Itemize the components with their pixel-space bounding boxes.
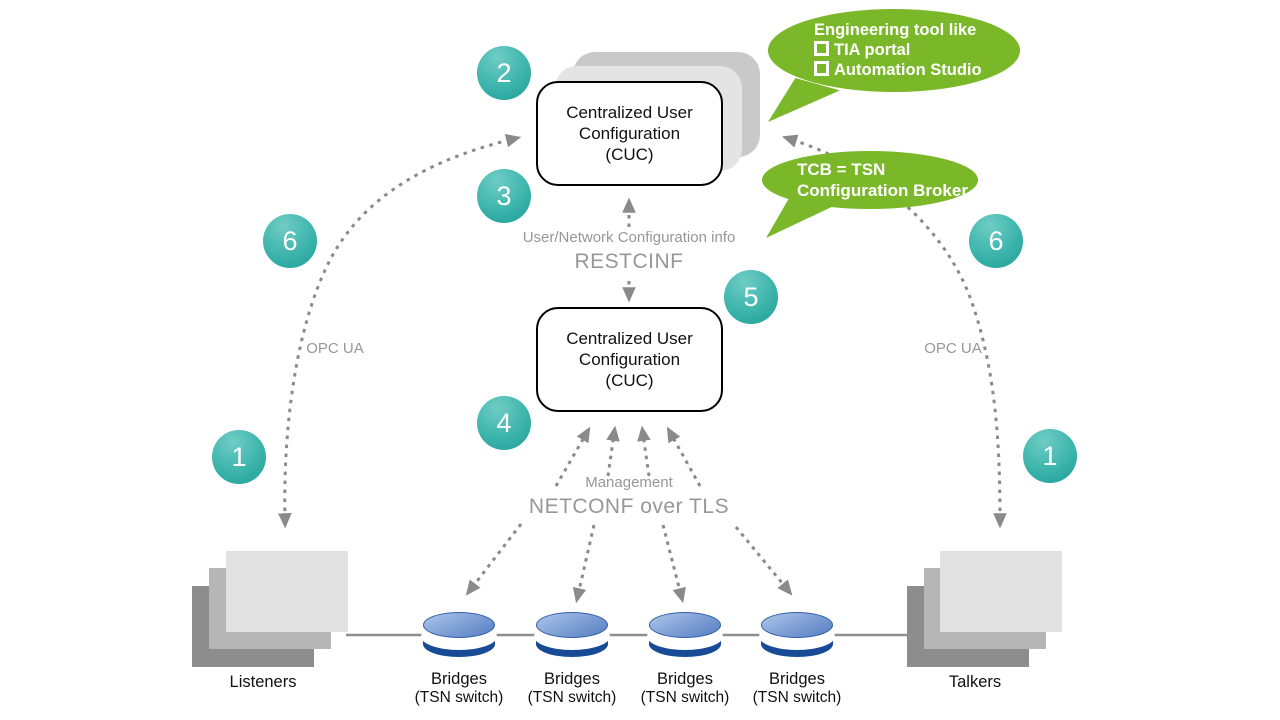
bridge-cylinder-1	[421, 612, 497, 658]
tcb-bubble: TCB = TSN Configuration Broker	[762, 151, 978, 209]
cylinder-top	[649, 612, 721, 638]
bridge-cylinder-4	[759, 612, 835, 658]
bridge-label-2: Bridges (TSN switch)	[512, 670, 632, 707]
bridge-label-4: Bridges (TSN switch)	[737, 670, 857, 707]
engineering-bubble-item-tia: TIA portal	[814, 40, 1020, 60]
netconf-up-arrow-3	[637, 425, 651, 477]
tia-portal-label: TIA portal	[834, 41, 911, 59]
netconf-down-arrow-2	[572, 524, 596, 604]
talkers-label: Talkers	[948, 673, 1002, 691]
step-badge-1-left: 1	[212, 430, 266, 484]
netconf-up-arrow-4	[666, 426, 702, 487]
bridge-name: Bridges	[431, 670, 487, 688]
cuc-top-box: Centralized User Configuration (CUC)	[536, 81, 723, 186]
opc-ua-right-label: OPC UA	[924, 340, 982, 357]
step-badge-1-right: 1	[1023, 429, 1077, 483]
netconf-up-arrow-2	[606, 425, 620, 477]
restconf-label: RESTCINF	[574, 250, 684, 273]
engineering-tools-bubble: Engineering tool like TIA portal Automat…	[768, 9, 1020, 92]
bridge-label-3: Bridges (TSN switch)	[625, 670, 745, 707]
netconf-up-arrow-1	[554, 426, 591, 487]
netconf-label: NETCONF over TLS	[528, 495, 730, 518]
netconf-down-arrow-4	[734, 526, 793, 596]
bridge-name: Bridges	[544, 670, 600, 688]
netconf-down-arrow-3	[661, 524, 686, 604]
bridge-type: (TSN switch)	[527, 689, 617, 706]
bridge-type: (TSN switch)	[414, 689, 504, 706]
cylinder-top	[536, 612, 608, 638]
step-badge-4: 4	[477, 396, 531, 450]
engineering-bubble-title: Engineering tool like	[814, 21, 977, 39]
opc-ua-left-curve	[278, 134, 522, 529]
automation-studio-label: Automation Studio	[834, 61, 982, 79]
opc-ua-right-curve	[781, 134, 1007, 529]
cylinder-top	[423, 612, 495, 638]
management-label: Management	[585, 474, 673, 491]
step-badge-5: 5	[724, 270, 778, 324]
cuc-middle-box: Centralized User Configuration (CUC)	[536, 307, 723, 412]
tcb-bubble-text: TCB = TSN Configuration Broker	[797, 160, 968, 200]
bridge-name: Bridges	[657, 670, 713, 688]
opc-ua-left-label: OPC UA	[306, 340, 364, 357]
checkbox-icon	[814, 61, 829, 76]
checkbox-icon	[814, 41, 829, 56]
step-badge-6-right: 6	[969, 214, 1023, 268]
bridge-type: (TSN switch)	[640, 689, 730, 706]
step-badge-2: 2	[477, 46, 531, 100]
listeners-stack-front	[226, 551, 348, 632]
bridge-type: (TSN switch)	[752, 689, 842, 706]
step-badge-3: 3	[477, 169, 531, 223]
engineering-bubble-item-automation: Automation Studio	[814, 60, 1020, 80]
bridge-name: Bridges	[769, 670, 825, 688]
talkers-stack-front	[940, 551, 1062, 632]
bridge-cylinder-2	[534, 612, 610, 658]
cylinder-top	[761, 612, 833, 638]
listeners-label: Listeners	[229, 673, 297, 691]
bridge-cylinder-3	[647, 612, 723, 658]
netconf-down-arrow-1	[465, 523, 523, 596]
user-network-info-label: User/Network Configuration info	[522, 229, 736, 246]
bridge-label-1: Bridges (TSN switch)	[399, 670, 519, 707]
step-badge-6-left: 6	[263, 214, 317, 268]
